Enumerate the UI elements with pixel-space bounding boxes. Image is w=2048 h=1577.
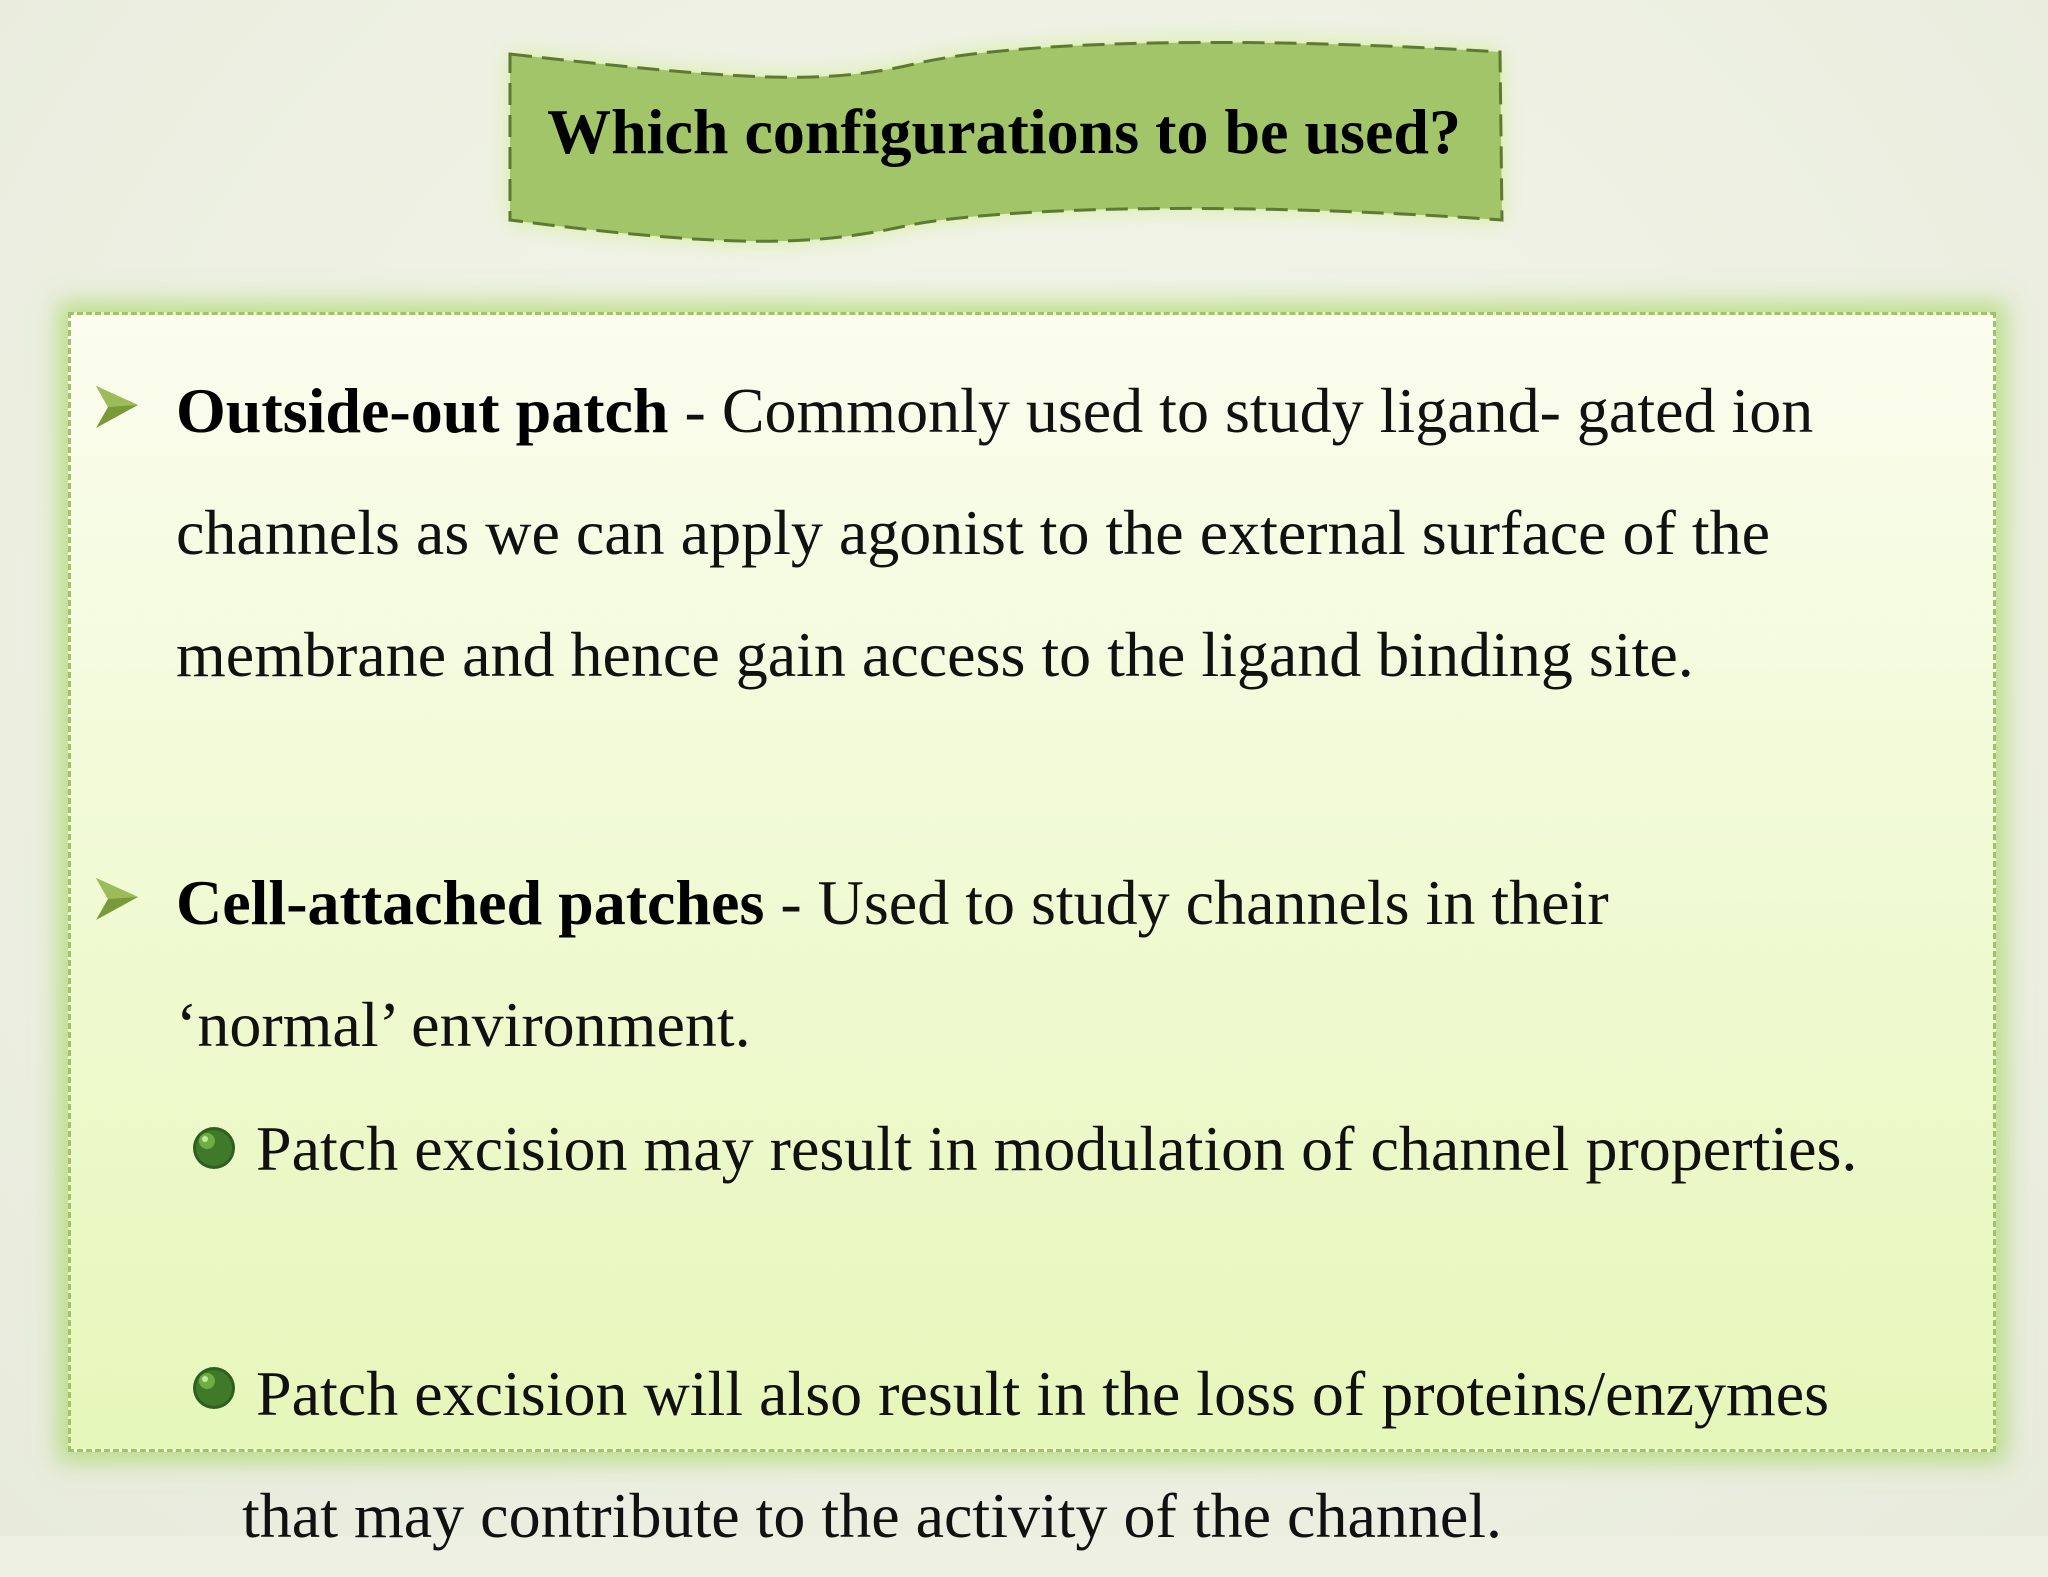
arrow-bullet-icon	[94, 384, 140, 430]
bullet-outside-out-line-2: channels as we can apply agonist to the …	[176, 497, 1771, 568]
bullet-separator: -	[668, 375, 722, 446]
sub-bullet-loss-line-1: Patch excision will also result in the l…	[256, 1358, 1830, 1429]
bullet-text: Used to study channels in their	[817, 867, 1609, 938]
bullet-outside-out-line-1: Outside-out patch - Commonly used to stu…	[176, 350, 1813, 472]
banner-ribbon-shape	[508, 40, 1504, 243]
bullet-cell-attached-line-2: ‘normal’ environment.	[176, 989, 751, 1060]
sub-bullet-loss: Patch excision will also result in the l…	[242, 1333, 1830, 1577]
bullet-cell-attached-line-1: Cell-attached patches - Used to study ch…	[176, 842, 1609, 964]
bullet-separator: -	[764, 867, 818, 938]
bullet-term: Outside-out patch	[176, 375, 669, 446]
bullet-term: Cell-attached patches	[176, 867, 765, 938]
sub-bullet-loss-line-2: that may contribute to the activity of t…	[242, 1480, 1503, 1551]
sub-bullet-modulation-line-1: Patch excision may result in modulation …	[256, 1113, 1858, 1184]
sub-bullet-modulation: Patch excision may result in modulation …	[256, 1088, 1857, 1210]
bullet-outside-out-line-3: membrane and hence gain access to the li…	[176, 619, 1694, 690]
content-box	[68, 312, 1996, 1452]
bullet-text: Commonly used to study ligand- gated ion	[721, 375, 1814, 446]
title-banner: Which configurations to be used?	[490, 30, 1518, 260]
arrow-bullet-icon	[94, 876, 140, 922]
page-title: Which configurations to be used?	[547, 96, 1461, 167]
bullet-outside-out: Outside-out patch - Commonly used to stu…	[176, 350, 1813, 716]
green-ball-icon	[190, 1124, 238, 1172]
bullet-cell-attached: Cell-attached patches - Used to study ch…	[176, 842, 1609, 1086]
green-ball-icon	[190, 1364, 238, 1412]
